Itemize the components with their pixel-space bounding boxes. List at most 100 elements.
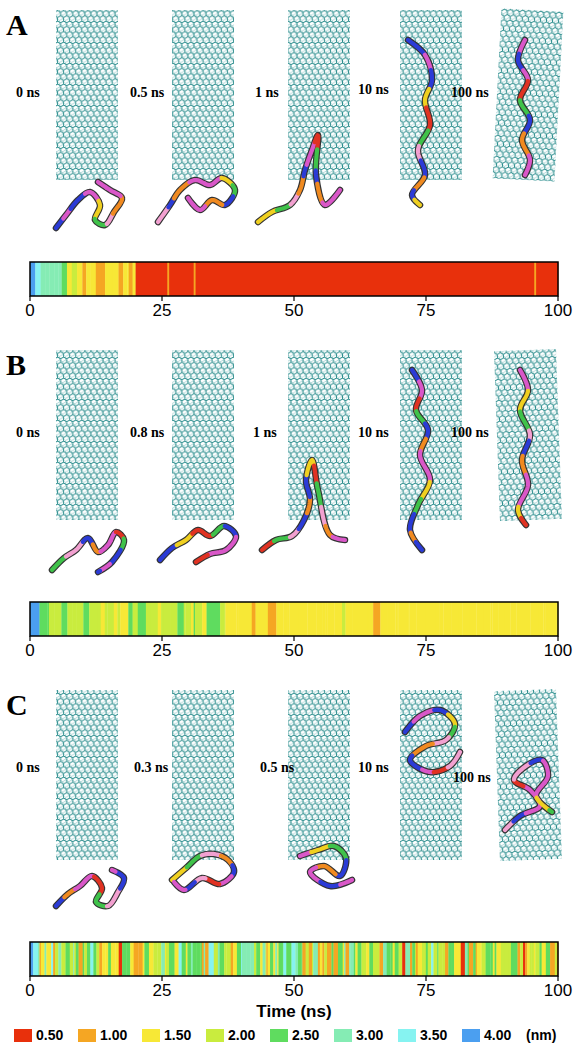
legend-swatch (334, 1029, 352, 1042)
axis-tick (293, 976, 294, 981)
bar-segment (516, 602, 520, 636)
legend-swatch (398, 1029, 416, 1042)
tick-label: 75 (417, 642, 436, 661)
peptide-ribbon (56, 182, 122, 228)
bar-segment (153, 942, 157, 976)
bar-segment (470, 602, 477, 636)
axis-tick (425, 976, 426, 981)
ribbon-segment (205, 878, 219, 884)
bar-segment (220, 602, 225, 636)
legend-item: 2.50 (270, 1028, 319, 1043)
bar-segment (334, 942, 339, 976)
ribbon-segment (225, 526, 236, 537)
tube-front-wall (494, 689, 562, 861)
ribbon-segment (434, 767, 448, 772)
ribbon-segment (219, 876, 231, 884)
bar-segment (366, 942, 369, 976)
bar-segment (107, 602, 114, 636)
peptide-ribbon (505, 760, 552, 830)
tick-label: 50 (285, 982, 304, 1001)
bar-border (30, 942, 558, 976)
bar-segment (49, 262, 55, 296)
bar-segment (143, 602, 146, 636)
bar-segment (399, 942, 403, 976)
nanotubes (56, 8, 563, 861)
bar-segment (123, 262, 127, 296)
bar-segment (355, 942, 358, 976)
tick-label: 75 (417, 302, 436, 321)
bar-segment (484, 602, 491, 636)
ribbon-segment (519, 40, 525, 54)
bar-border (30, 262, 558, 296)
panel-letter: B (6, 348, 26, 381)
time-label: 100 ns (453, 770, 491, 785)
axis-tick (293, 296, 294, 301)
bar-segment (428, 942, 432, 976)
ribbon-segment (416, 542, 422, 550)
ribbon-segment (107, 889, 120, 907)
bar-segment (157, 942, 161, 976)
legend-text: 2.50 (292, 1028, 319, 1043)
ribbon-segment (525, 155, 530, 175)
ribbon-outline (405, 710, 460, 772)
bar-segment (418, 942, 423, 976)
bar-segment (119, 262, 124, 296)
ribbon-segment (433, 737, 449, 744)
bar-segment (128, 602, 133, 636)
bar-segment (191, 602, 194, 636)
nanotube (288, 690, 350, 860)
bar-segment (279, 942, 283, 976)
ribbon-segment (414, 200, 420, 205)
ribbon-outline (56, 182, 122, 228)
bar-segment (242, 942, 247, 976)
ribbon-outline (56, 870, 124, 906)
ribbon-segment (314, 466, 317, 484)
bar-segment (77, 262, 80, 296)
ribbon-segment (330, 846, 346, 860)
bar-segment (177, 602, 181, 636)
time-label: 10 ns (358, 425, 389, 440)
bar-segment (129, 262, 133, 296)
tube-back-wall (494, 349, 562, 521)
nanotube (400, 690, 462, 860)
ribbon-segment (418, 146, 421, 160)
peptides (52, 40, 552, 906)
bar-segment (443, 602, 452, 636)
bar-segment (440, 602, 444, 636)
ribbon-segment (340, 880, 352, 885)
bar-segment (520, 942, 523, 976)
ribbon-segment (520, 411, 529, 430)
legend-item: 2.00 (206, 1028, 255, 1043)
bar-segment (72, 262, 78, 296)
peptide-ribbon (172, 854, 234, 890)
bar-segment (442, 942, 445, 976)
bar-segment (331, 942, 333, 976)
bar-segment (61, 942, 66, 976)
bar-segment (96, 262, 102, 296)
nanotube (56, 690, 118, 860)
ribbon-segment (522, 133, 529, 155)
peptide-ribbon (518, 370, 530, 525)
time-label: 0 ns (16, 85, 40, 100)
ribbon-segment (307, 497, 310, 513)
bar-segment (289, 942, 292, 976)
tube-front-wall (494, 349, 562, 521)
bar-segment (513, 942, 518, 976)
bar-segment (164, 602, 171, 636)
bar-segment (90, 262, 96, 296)
ribbon-segment (414, 499, 421, 514)
time-label: 0 ns (16, 425, 40, 440)
bar-segment (252, 602, 256, 636)
bar-segment (525, 942, 527, 976)
ribbon-segment (410, 756, 422, 770)
bar-segment (492, 602, 498, 636)
ribbon-segment (94, 877, 102, 895)
ribbon-segment (317, 184, 322, 203)
ribbon-segment (213, 526, 225, 535)
bar-segment (350, 942, 354, 976)
ribbon-segment (177, 534, 193, 545)
tube-front-wall (400, 690, 462, 860)
ribbon-segment (274, 537, 290, 541)
axis-tick (425, 296, 426, 301)
